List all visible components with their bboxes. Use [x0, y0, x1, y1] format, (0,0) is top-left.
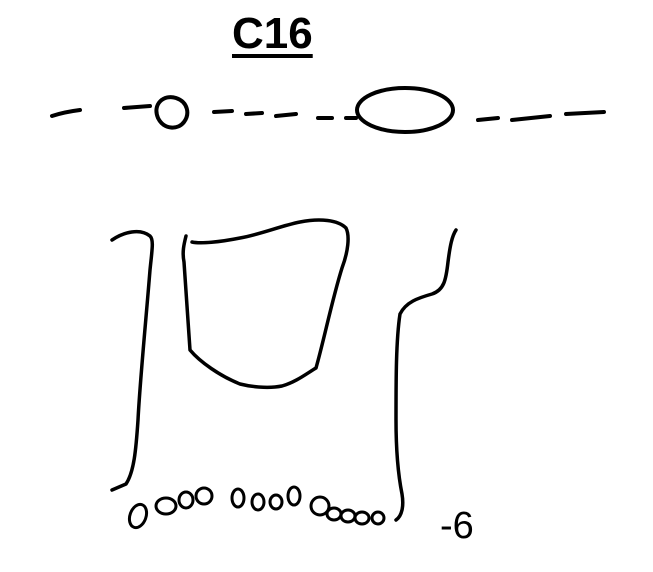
pebble	[230, 487, 246, 509]
inner-block	[181, 218, 350, 390]
left-wall	[110, 229, 155, 492]
dash	[244, 111, 264, 116]
dash	[212, 109, 234, 114]
pebble	[339, 508, 357, 524]
dash	[50, 108, 82, 118]
dash	[564, 110, 606, 116]
pebble	[177, 490, 195, 510]
pebble	[154, 496, 178, 516]
dash	[122, 104, 152, 110]
large-stone	[355, 86, 455, 134]
pebble	[250, 492, 266, 512]
pebble	[127, 502, 149, 530]
pebble	[286, 485, 302, 507]
pebble	[370, 510, 386, 526]
dash	[274, 112, 298, 118]
dash	[510, 114, 552, 122]
dash	[476, 116, 500, 122]
small-stone	[154, 95, 190, 130]
pebble	[309, 495, 331, 517]
surface-line	[50, 104, 606, 122]
pebble-row	[127, 485, 386, 530]
pebble	[268, 493, 284, 511]
pebble	[194, 486, 214, 506]
pebble	[325, 506, 343, 522]
pebble	[353, 510, 371, 526]
figure-title: C16	[232, 9, 313, 58]
depth-label: -6	[440, 505, 474, 547]
right-wall	[394, 228, 458, 522]
